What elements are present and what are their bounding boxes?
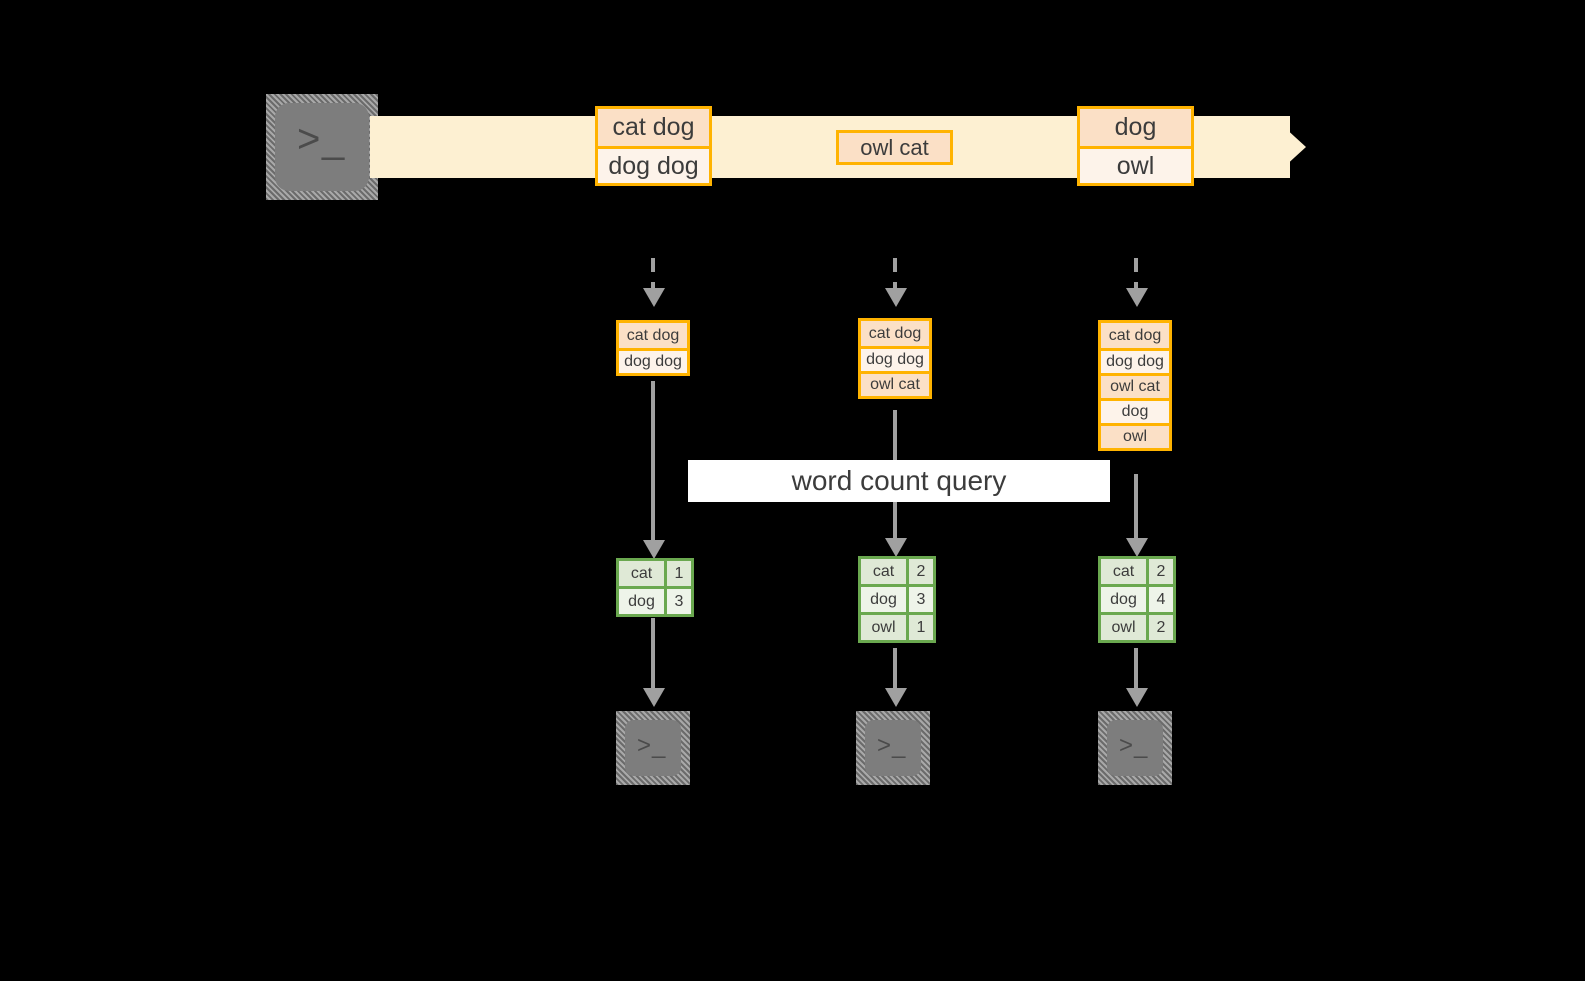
- table-row: dog 3: [861, 584, 933, 612]
- table-cell-count: 2: [1146, 559, 1173, 584]
- record-line: cat dog: [1101, 323, 1169, 348]
- table-cell-count: 2: [1146, 615, 1173, 640]
- record-line: owl: [1080, 146, 1191, 183]
- snapshot-1-sink-arrowhead: [643, 688, 665, 707]
- record-line: dog dog: [598, 146, 709, 183]
- record-line: owl cat: [861, 371, 929, 396]
- query-label: word count query: [688, 460, 1110, 502]
- snapshot-2-input-stack: cat dog dog dog owl cat: [858, 318, 932, 399]
- snapshot-1-dashed-arrowhead: [643, 288, 665, 307]
- record-line: dog: [1080, 109, 1191, 146]
- snapshot-2-sink-terminal-icon: >_: [856, 711, 930, 785]
- stream-arrow-head: [1272, 116, 1306, 178]
- snapshot-3-dashed-arrowhead: [1126, 288, 1148, 307]
- record-line: owl cat: [1101, 373, 1169, 398]
- snapshot-1-query-arrowhead: [643, 540, 665, 559]
- table-cell-word: dog: [619, 589, 664, 614]
- snapshot-2-query-arrowhead: [885, 538, 907, 557]
- table-cell-count: 3: [664, 589, 691, 614]
- record-line: dog dog: [861, 346, 929, 371]
- terminal-prompt-glyph: >_: [877, 732, 907, 759]
- snapshot-3-sink-arrowhead: [1126, 688, 1148, 707]
- snapshot-3-query-connector: [1134, 474, 1138, 546]
- record-line: dog dog: [619, 348, 687, 373]
- table-cell-word: owl: [1101, 615, 1146, 640]
- snapshot-1-sink-connector: [651, 618, 655, 691]
- snapshot-3-result-table: cat 2 dog 4 owl 2: [1098, 556, 1176, 643]
- table-row: cat 2: [861, 559, 933, 584]
- stream-record-1: cat dog dog dog: [595, 106, 712, 186]
- record-line: owl: [1101, 423, 1169, 448]
- terminal-prompt-glyph: >_: [297, 117, 346, 161]
- table-row: owl 2: [1101, 612, 1173, 640]
- record-line: cat dog: [598, 109, 709, 146]
- snapshot-3-query-arrowhead: [1126, 538, 1148, 557]
- record-line: owl cat: [839, 133, 950, 162]
- record-line: cat dog: [861, 321, 929, 346]
- table-row: owl 1: [861, 612, 933, 640]
- snapshot-3-sink-connector: [1134, 648, 1138, 691]
- snapshot-1-query-connector: [651, 381, 655, 548]
- snapshot-3-input-stack: cat dog dog dog owl cat dog owl: [1098, 320, 1172, 451]
- snapshot-1-dashed-connector: [651, 258, 655, 288]
- table-row: dog 3: [619, 586, 691, 614]
- snapshot-1-input-stack: cat dog dog dog: [616, 320, 690, 376]
- record-line: cat dog: [619, 323, 687, 348]
- table-cell-count: 1: [906, 615, 933, 640]
- snapshot-3-dashed-connector: [1134, 258, 1138, 288]
- snapshot-2-sink-arrowhead: [885, 688, 907, 707]
- table-cell-count: 3: [906, 587, 933, 612]
- stream-record-3: dog owl: [1077, 106, 1194, 186]
- record-line: dog dog: [1101, 348, 1169, 373]
- snapshot-1-result-table: cat 1 dog 3: [616, 558, 694, 617]
- stream-record-2: owl cat: [836, 130, 953, 165]
- source-terminal-icon: >_: [266, 94, 378, 200]
- snapshot-2-dashed-connector: [893, 258, 897, 288]
- table-cell-word: owl: [861, 615, 906, 640]
- table-row: dog 4: [1101, 584, 1173, 612]
- table-row: cat 1: [619, 561, 691, 586]
- snapshot-3-sink-terminal-icon: >_: [1098, 711, 1172, 785]
- snapshot-2-sink-connector: [893, 648, 897, 691]
- table-cell-count: 1: [664, 561, 691, 586]
- terminal-prompt-glyph: >_: [637, 732, 667, 759]
- snapshot-2-result-table: cat 2 dog 3 owl 1: [858, 556, 936, 643]
- table-cell-word: cat: [619, 561, 664, 586]
- table-cell-word: dog: [1101, 587, 1146, 612]
- table-cell-count: 2: [906, 559, 933, 584]
- snapshot-2-dashed-arrowhead: [885, 288, 907, 307]
- table-cell-word: dog: [861, 587, 906, 612]
- terminal-prompt-glyph: >_: [1119, 732, 1149, 759]
- table-cell-word: cat: [861, 559, 906, 584]
- record-line: dog: [1101, 398, 1169, 423]
- table-cell-count: 4: [1146, 587, 1173, 612]
- table-row: cat 2: [1101, 559, 1173, 584]
- table-cell-word: cat: [1101, 559, 1146, 584]
- snapshot-1-sink-terminal-icon: >_: [616, 711, 690, 785]
